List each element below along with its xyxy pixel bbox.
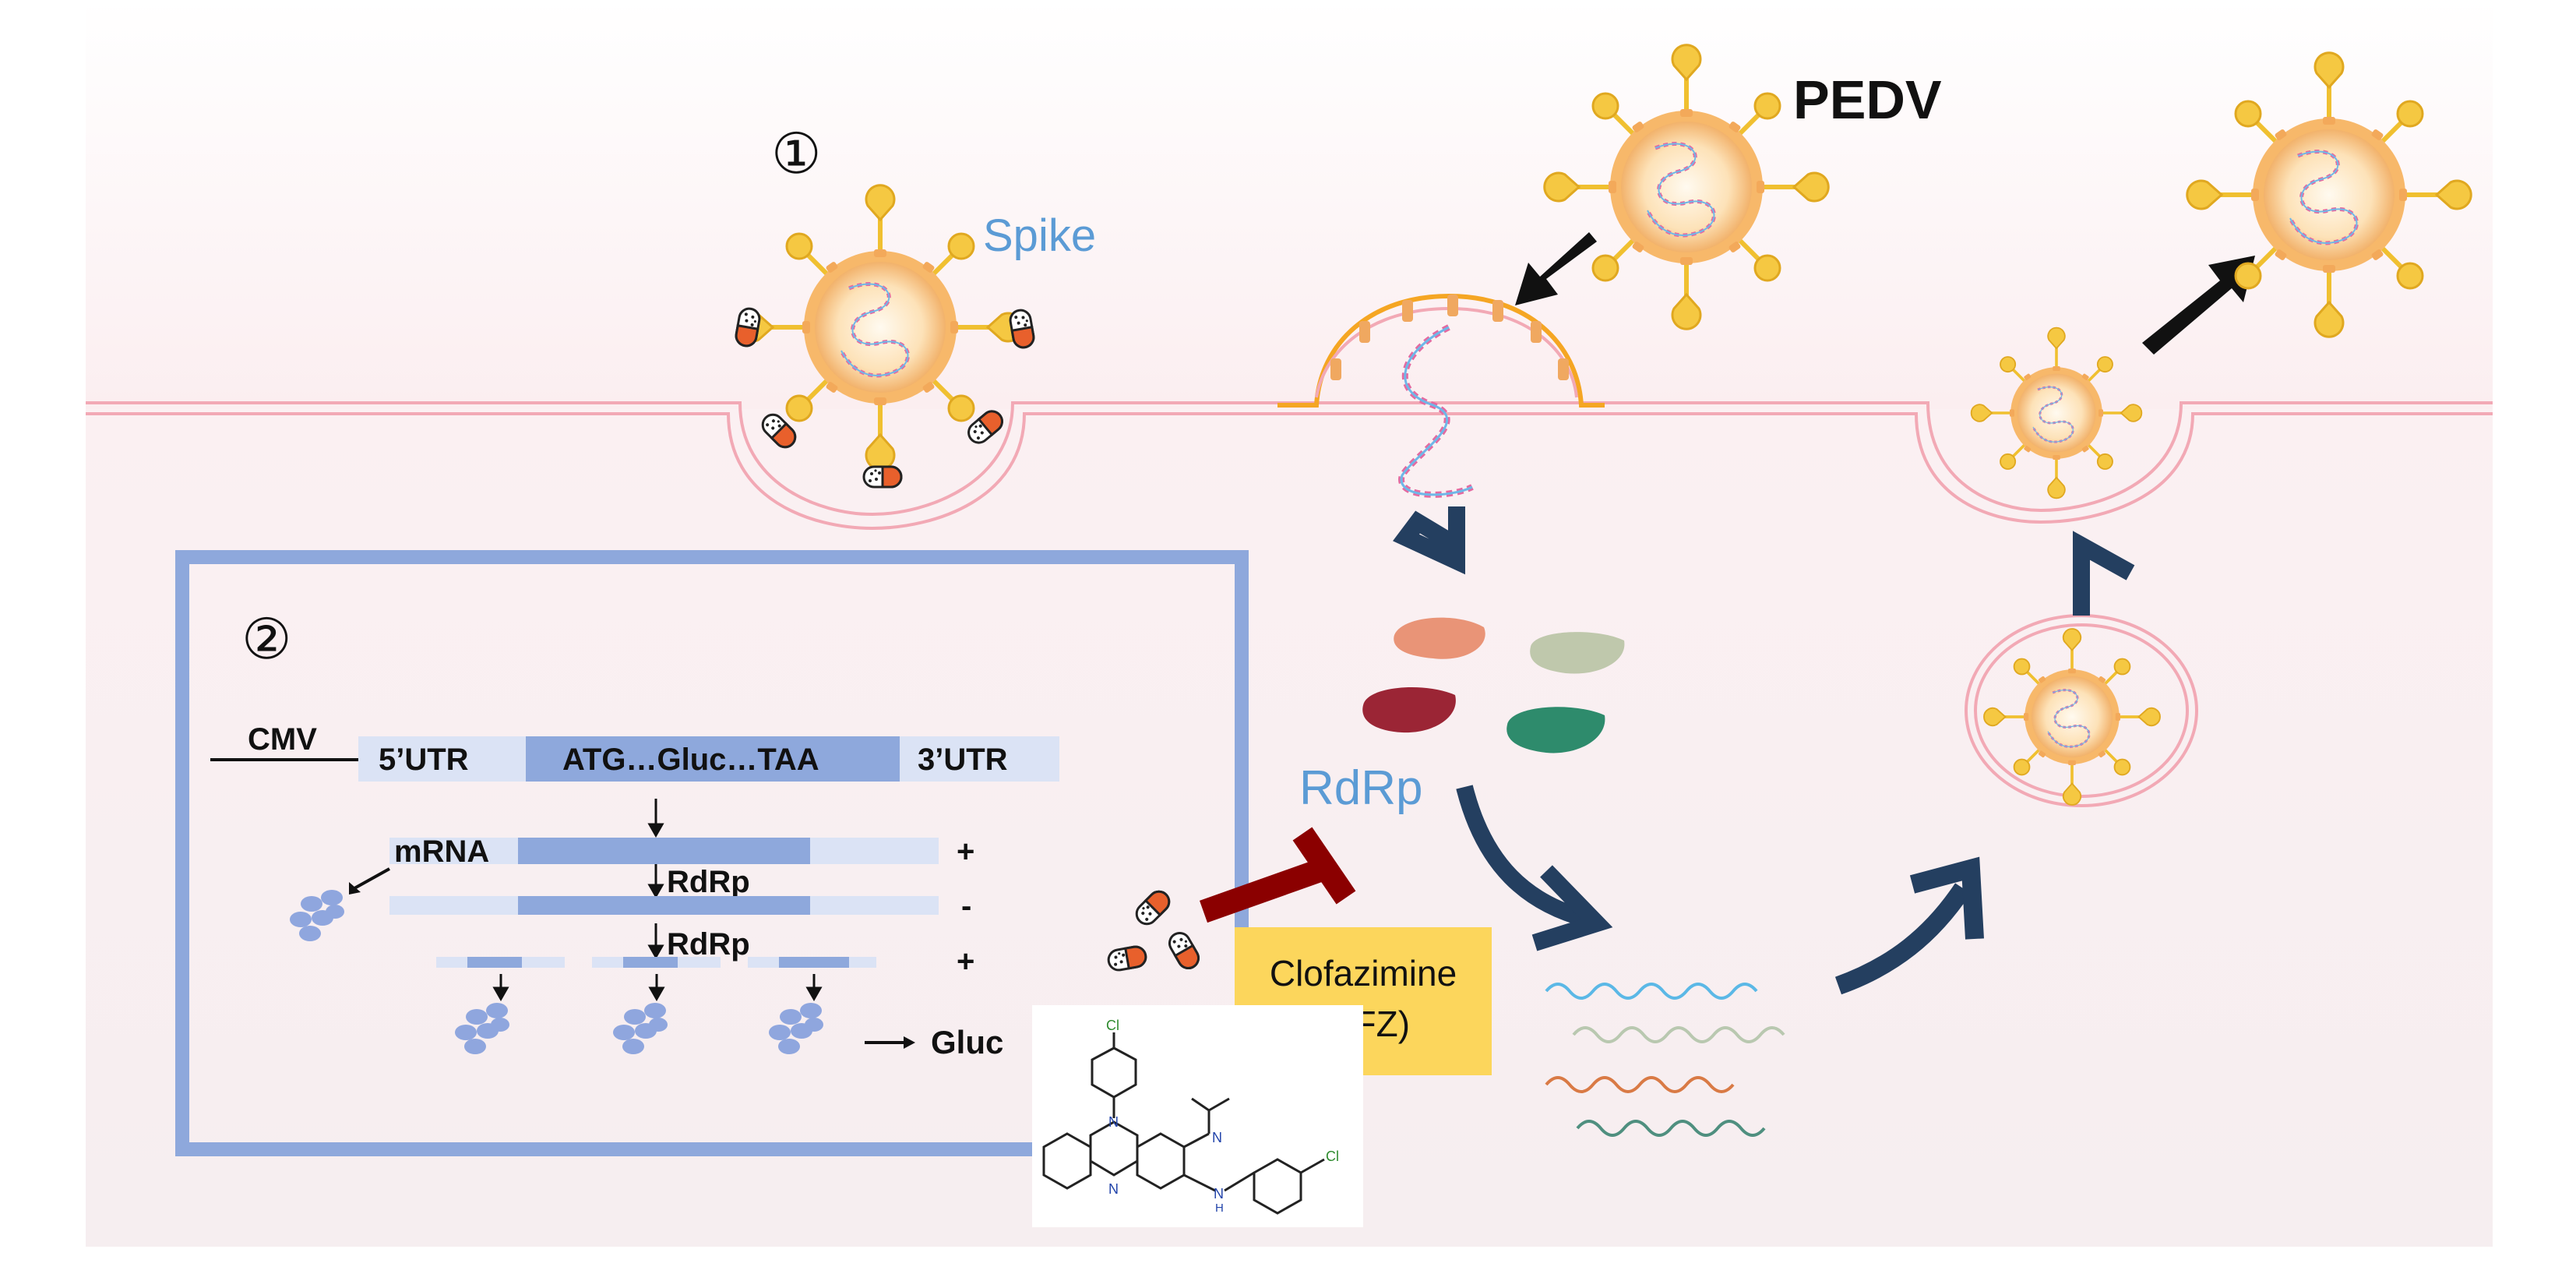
arrow-translate (1393, 506, 1465, 575)
utr3-segment (900, 736, 1059, 782)
sign-minus: - (961, 889, 971, 923)
orf-label: ATG…Gluc…TAA (562, 743, 819, 777)
inhibition-symbol (1199, 827, 1356, 923)
arrow-virus-attach (1515, 232, 1597, 305)
capsule-bottom (862, 465, 903, 489)
rdrp-label-1: RdRp (667, 865, 750, 899)
cfz-name: Clofazimine (1270, 953, 1457, 993)
sign-plus-2: + (957, 944, 974, 979)
sign-plus-1: + (957, 835, 974, 869)
structure-panel (1032, 1005, 1363, 1227)
arrow-assembly (1834, 883, 1971, 995)
cmv-label: CMV (248, 722, 317, 757)
structure-cl-top: Cl (1106, 1018, 1119, 1033)
gluc-label: Gluc (931, 1024, 1003, 1060)
rdrp-proteins (1362, 617, 1625, 753)
sg-bar-1-dark (467, 957, 522, 968)
mrna-bar-dark (518, 838, 810, 864)
pedv-label: PEDV (1793, 69, 1942, 130)
structure-n-bottom: N (1108, 1181, 1119, 1197)
structure-h: H (1215, 1202, 1224, 1215)
arrow-replicate-head (1531, 865, 1613, 951)
utr5-label: 5’UTR (379, 743, 469, 777)
spike-label: Spike (983, 210, 1096, 261)
rdrp-label: RdRp (1299, 761, 1423, 815)
arrow-release (2142, 256, 2255, 355)
arrow-transport (2073, 531, 2135, 616)
arrow-replicate (1456, 785, 1591, 928)
cell-membrane (86, 401, 2493, 531)
mrna-arrow (354, 867, 390, 890)
sg-bar-2-dark (623, 957, 678, 968)
replicon-box (175, 550, 1249, 1156)
membrane-fusion (1277, 293, 1605, 498)
structure-n-imine: N (1212, 1130, 1222, 1145)
rdrp-label-2: RdRp (667, 927, 750, 962)
arrow-assembly-head (1909, 856, 1984, 940)
structure-n-amine: N (1214, 1186, 1224, 1202)
minus-bar-dark (518, 896, 810, 915)
mrna-label: mRNA (394, 835, 489, 869)
viral-rna-strands (1545, 983, 1785, 1137)
utr3-label: 3’UTR (918, 743, 1008, 777)
sg-bar-3-dark (779, 957, 849, 968)
structure-cl-right: Cl (1326, 1149, 1339, 1164)
structure-n-top: N (1108, 1114, 1119, 1130)
orf-segment (526, 736, 900, 782)
clofazimine-structure (1042, 1032, 1325, 1215)
step-1-marker: ① (771, 123, 822, 185)
utr5-segment (358, 736, 526, 782)
gluc-arrow-head (904, 1036, 915, 1049)
extracellular-space (86, 0, 2493, 409)
step-2-marker: ② (241, 609, 292, 671)
mrna-arrow-head (349, 882, 361, 895)
